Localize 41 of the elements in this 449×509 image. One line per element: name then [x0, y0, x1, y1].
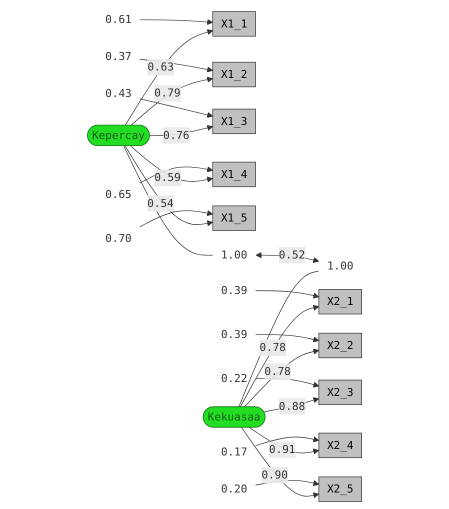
edge-label: 0.63 [147, 60, 174, 74]
arrow [249, 427, 320, 454]
node-box: X2_3 [318, 380, 362, 406]
node-text: 0.17 [220, 445, 248, 458]
edge-label: 0.91 [268, 442, 296, 456]
edge-label: 0.78 [259, 340, 286, 354]
node-text: 0.39 [220, 284, 248, 297]
edge-label: 0.78 [264, 364, 291, 378]
arrow [255, 290, 320, 299]
edge-label: 0.54 [147, 196, 174, 210]
arrow [130, 76, 213, 126]
node-text: 0.22 [220, 372, 248, 384]
arrow [139, 18, 213, 25]
node-box: X1_2 [212, 62, 256, 88]
node-text: 1.00 [327, 259, 354, 272]
node-box: X1_4 [212, 162, 256, 188]
edge-label: 0.88 [278, 400, 306, 413]
edge-label: 0.59 [154, 170, 181, 184]
node-text: 0.39 [220, 328, 248, 341]
edge-label: 0.79 [154, 86, 181, 100]
node-text: 0.43 [105, 86, 132, 100]
edge-label: 0.76 [163, 128, 190, 142]
arrow [139, 98, 213, 118]
node-box: X2_1 [318, 289, 362, 314]
node-text: 0.20 [220, 482, 248, 496]
edge-label: 0.52 [278, 248, 306, 262]
node-text: 0.70 [105, 232, 132, 245]
node-text: 0.37 [105, 50, 132, 63]
node-box: X1_3 [212, 108, 256, 134]
node-box: X2_2 [318, 332, 362, 358]
node-box: X2_5 [318, 476, 362, 502]
arrow [255, 436, 320, 446]
edge-label: 0.90 [261, 468, 288, 482]
node-text: 0.61 [105, 12, 132, 26]
arrow [139, 210, 213, 228]
arrow [255, 334, 320, 342]
node-text: 0.65 [105, 188, 132, 201]
node-box: X1_5 [212, 206, 256, 231]
node-text: 1.00 [220, 248, 248, 262]
node-box: X1_1 [212, 11, 256, 37]
node-box: X2_4 [318, 432, 362, 458]
